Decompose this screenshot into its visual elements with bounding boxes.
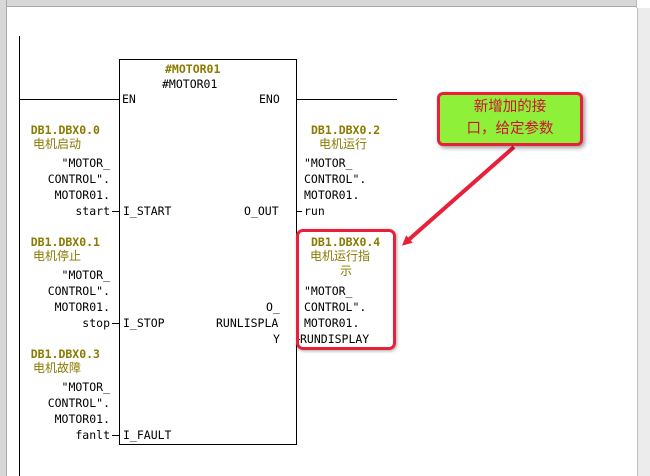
window-top-border xyxy=(0,0,650,7)
pin-o-display-part2[interactable]: RUNLISPLA xyxy=(216,316,279,330)
pin-i-start[interactable]: I_START xyxy=(123,204,172,218)
scrollbar-corner xyxy=(636,0,650,8)
callout-note: 新增加的接 口，给定参数 xyxy=(437,92,583,146)
input-symbol[interactable]: stop xyxy=(82,316,110,330)
input-comment: 电机停止 xyxy=(33,249,82,263)
output-symbol[interactable]: "MOTOR_ xyxy=(304,284,353,298)
pin-eno[interactable]: ENO xyxy=(259,92,280,106)
output-comment: 示 xyxy=(340,264,353,278)
input-symbol[interactable]: "MOTOR_ xyxy=(61,156,110,170)
output-symbol[interactable]: run xyxy=(304,204,325,218)
pin-o-display-part3[interactable]: Y xyxy=(273,332,280,346)
output-symbol[interactable]: RUNDISPLAY xyxy=(300,332,370,346)
highlight-box xyxy=(296,229,396,350)
pin-o-out[interactable]: O_OUT xyxy=(244,204,279,218)
input-symbol[interactable]: "MOTOR_ xyxy=(61,380,110,394)
input-comment: 电机故障 xyxy=(33,361,82,375)
output-symbol[interactable]: "MOTOR_ xyxy=(304,156,353,170)
input-address[interactable]: DB1.DBX0.0 xyxy=(30,123,100,137)
callout-line: 口，给定参数 xyxy=(466,121,554,137)
input-symbol[interactable]: MOTOR01. xyxy=(54,300,110,314)
pin-i-fault[interactable]: I_FAULT xyxy=(123,428,172,442)
output-address[interactable]: DB1.DBX0.4 xyxy=(311,235,381,249)
input-symbol[interactable]: CONTROL". xyxy=(47,172,110,186)
block-instance-name: #MOTOR01 xyxy=(162,77,218,91)
input-symbol[interactable]: CONTROL". xyxy=(47,396,110,410)
input-address[interactable]: DB1.DBX0.1 xyxy=(30,235,100,249)
output-symbol[interactable]: MOTOR01. xyxy=(304,188,360,202)
wire-i-fault xyxy=(112,435,119,436)
pin-en[interactable]: EN xyxy=(122,92,136,106)
wire-i-stop xyxy=(112,323,119,324)
wire-i-start xyxy=(112,211,119,212)
callout-line: 新增加的接 xyxy=(473,99,547,115)
input-symbol[interactable]: MOTOR01. xyxy=(54,188,110,202)
window-left-border xyxy=(0,0,7,476)
input-symbol[interactable]: CONTROL". xyxy=(47,284,110,298)
input-address[interactable]: DB1.DBX0.3 xyxy=(30,347,100,361)
pin-o-display-part1[interactable]: O_ xyxy=(266,300,280,314)
power-rail xyxy=(19,36,20,476)
input-symbol[interactable]: start xyxy=(75,204,110,218)
output-address[interactable]: DB1.DBX0.2 xyxy=(311,123,381,137)
input-symbol[interactable]: MOTOR01. xyxy=(54,412,110,426)
output-symbol[interactable]: MOTOR01. xyxy=(304,316,360,330)
input-symbol[interactable]: fanlt xyxy=(75,428,110,442)
output-comment: 电机运行指 xyxy=(310,249,371,263)
output-symbol[interactable]: CONTROL". xyxy=(304,172,367,186)
pin-i-stop[interactable]: I_STOP xyxy=(123,316,165,330)
input-comment: 电机启动 xyxy=(33,137,82,151)
function-block[interactable] xyxy=(119,59,297,445)
output-symbol[interactable]: CONTROL". xyxy=(304,300,367,314)
wire-o-out xyxy=(296,211,302,212)
output-comment: 电机运行 xyxy=(319,137,368,151)
input-symbol[interactable]: "MOTOR_ xyxy=(61,268,110,282)
block-title: #MOTOR01 xyxy=(165,62,221,76)
eno-wire xyxy=(296,99,397,100)
en-wire xyxy=(20,99,119,100)
vertical-scrollbar[interactable] xyxy=(637,0,650,476)
